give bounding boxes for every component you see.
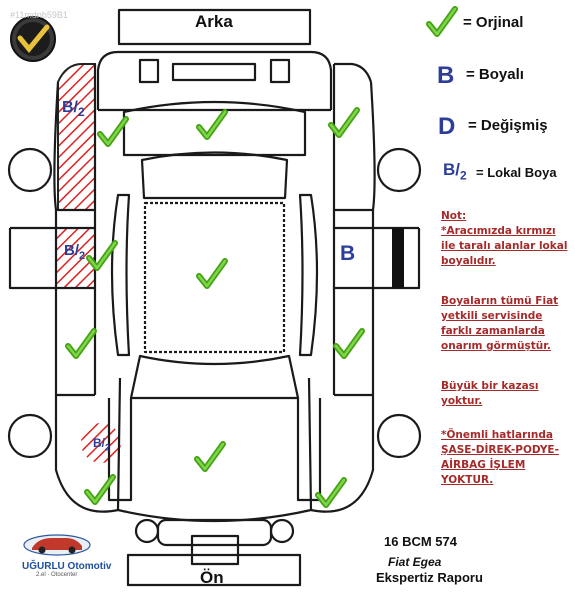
- legend-painted-letter: B: [437, 62, 455, 89]
- rear-label: Arka: [195, 12, 233, 31]
- vehicle-plate: 16 BCM 574: [384, 534, 457, 549]
- car-logo-icon: [23, 534, 91, 556]
- logo-badge: [10, 16, 56, 62]
- brand-tagline: 2.el · Otocenter: [36, 572, 78, 578]
- local-paint-marker-rear: B/2: [62, 99, 85, 120]
- legend-changed: = Değişmiş: [468, 117, 548, 134]
- report-title: Ekspertiz Raporu: [376, 570, 483, 585]
- note-title: Not:: [441, 210, 467, 222]
- note-local-paint: *Aracımızda kırmızı ile taralı alanlar l…: [441, 225, 568, 267]
- legend-local-symbol: B/2: [443, 160, 467, 183]
- front-label: Ön: [200, 568, 224, 587]
- note-chassis: *Önemli hatlarında ŞASE-DİREK-PODYE-AİRB…: [441, 429, 559, 486]
- vehicle-model: Fiat Egea: [388, 555, 442, 569]
- legend-changed-letter: D: [438, 113, 456, 140]
- local-paint-marker-front: B/2: [93, 436, 111, 453]
- note-no-accident: Büyük bir kazası yoktur.: [441, 380, 539, 407]
- note-service: Boyaların tümü Fiat yetkili servisinde f…: [441, 295, 559, 352]
- painted-marker-right-door: B: [340, 242, 356, 265]
- legend-original: = Orjinal: [463, 14, 524, 31]
- local-paint-marker-door: B/2: [64, 242, 86, 262]
- right-mirror-bar: [392, 228, 404, 288]
- brand-logo: UĞURLU Otomotiv 2.el · Otocenter: [22, 530, 112, 578]
- legend-local: = Lokal Boya: [476, 165, 557, 180]
- legend-painted: = Boyalı: [466, 66, 524, 83]
- brand-name: UĞURLU Otomotiv: [22, 561, 112, 572]
- watermark: #11mdnb59B1: [10, 10, 68, 20]
